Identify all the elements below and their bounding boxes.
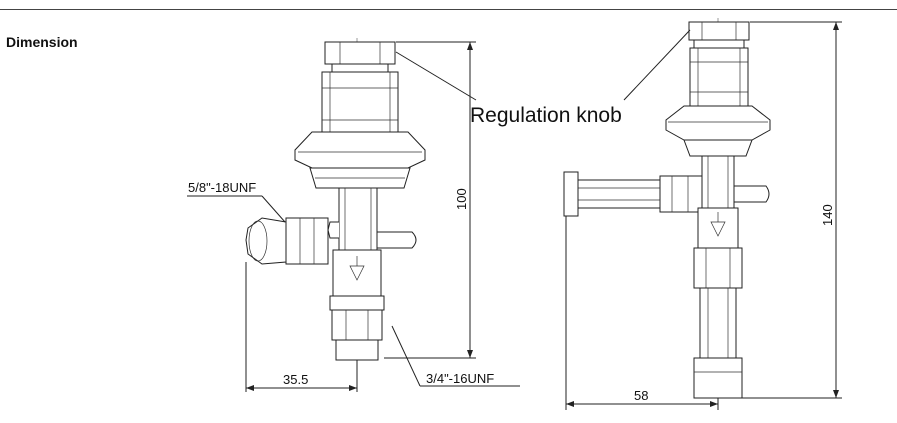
left-width-dimension: 35.5 bbox=[283, 372, 308, 387]
top-divider bbox=[0, 9, 897, 10]
inlet-thread-label: 5/8"-18UNF bbox=[188, 180, 256, 195]
left-valve-drawing bbox=[187, 38, 520, 392]
left-height-dimension: 100 bbox=[454, 188, 469, 210]
right-height-dimension: 140 bbox=[820, 204, 835, 226]
outlet-thread-label: 3/4"-16UNF bbox=[426, 371, 494, 386]
regulation-knob-label: Regulation knob bbox=[470, 104, 622, 127]
right-valve-drawing bbox=[563, 18, 842, 410]
right-width-dimension: 58 bbox=[634, 388, 648, 403]
section-title: Dimension bbox=[6, 34, 78, 50]
